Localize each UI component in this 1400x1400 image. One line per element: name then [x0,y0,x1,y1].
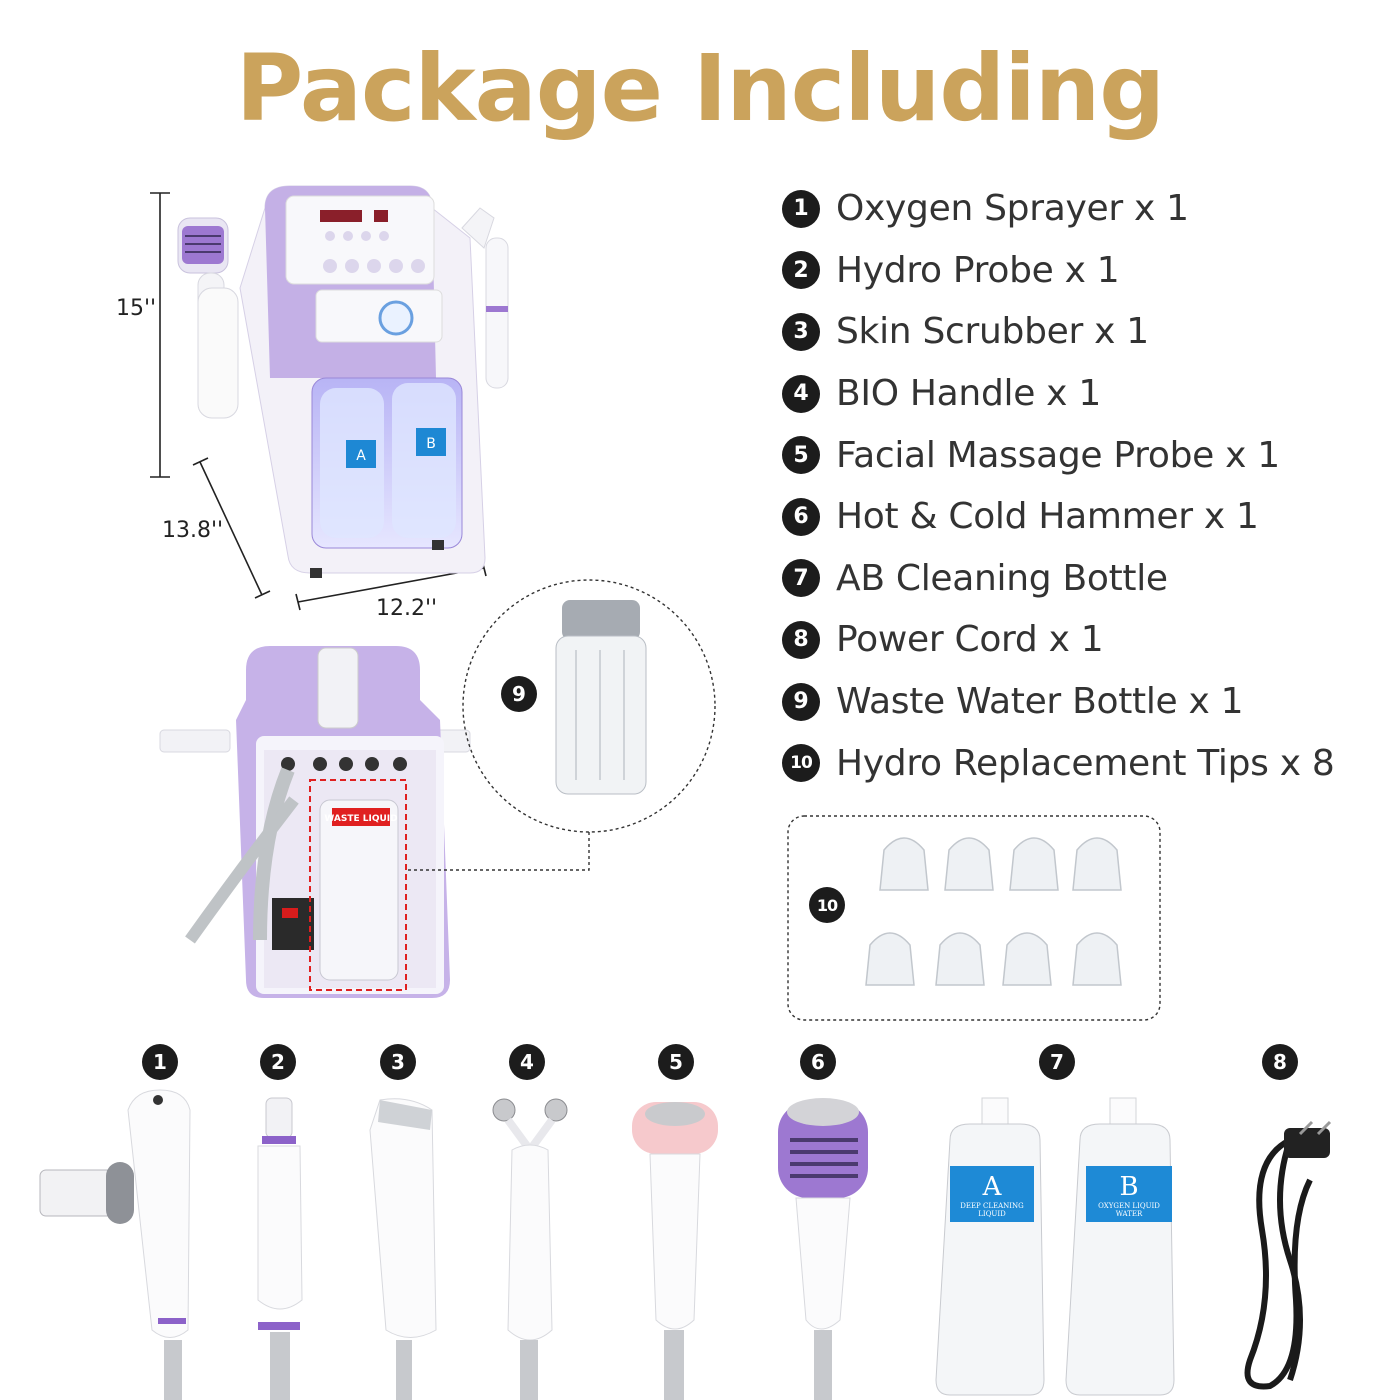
height-dimension-label: 15'' [116,296,157,321]
accessory-badge-6: 6 [800,1044,836,1080]
number-badge: 2 [782,251,820,290]
list-item: 5 Facial Massage Probe x 1 [782,424,1335,486]
list-item-label: Waste Water Bottle x 1 [836,681,1244,723]
hot-cold-hammer-image [778,1098,868,1400]
width-dimension-label: 12.2'' [376,596,438,621]
hydro-probe-image [257,1097,303,1400]
number-badge: 1 [782,189,820,228]
accessory-badge-4: 4 [509,1044,545,1080]
list-item-label: Hot & Cold Hammer x 1 [836,496,1259,538]
depth-dimension-label: 13.8'' [162,518,224,543]
list-item: 3 Skin Scrubber x 1 [782,301,1335,363]
number-badge: 6 [782,497,820,536]
list-item-label: Oxygen Sprayer x 1 [836,188,1189,230]
list-item: 2 Hydro Probe x 1 [782,240,1335,302]
oxygen-sprayer-image [39,1089,191,1400]
list-item: 8 Power Cord x 1 [782,609,1335,671]
callout-badge-9: 9 [501,676,537,712]
list-item: 9 Waste Water Bottle x 1 [782,671,1335,733]
list-item-label: Power Cord x 1 [836,619,1104,661]
bottle-b-letter-label: B [1119,1172,1139,1202]
bottle-a-text-line2: LIQUID [978,1210,1006,1218]
number-badge: 5 [782,436,820,475]
list-item-label: AB Cleaning Bottle [836,557,1168,599]
accessory-badge-3: 3 [380,1044,416,1080]
plug-icon [1284,1120,1332,1158]
skin-scrubber-image [369,1098,437,1400]
number-badge: 10 [782,744,820,783]
bottle-b-image [1065,1097,1175,1396]
number-badge: 4 [782,374,820,413]
list-item: 10 Hydro Replacement Tips x 8 [782,732,1335,794]
accessory-badge-5: 5 [658,1044,694,1080]
list-item-label: Hydro Replacement Tips x 8 [836,742,1335,784]
number-badge: 7 [782,559,820,598]
accessory-badge-8: 8 [1262,1044,1298,1080]
list-item: 1 Oxygen Sprayer x 1 [782,178,1335,240]
bottle-b-text-line1: OXYGEN LIQUID [1098,1202,1160,1210]
list-item-label: Hydro Probe x 1 [836,249,1120,291]
bottle-a-letter: A [356,448,366,464]
list-item: 4 BIO Handle x 1 [782,363,1335,425]
package-list: 1 Oxygen Sprayer x 1 2 Hydro Probe x 1 3 Sk… [782,178,1335,794]
bottle-b-letter: B [426,436,436,452]
list-item-label: Facial Massage Probe x 1 [836,434,1280,476]
number-badge: 8 [782,620,820,659]
waste-water-bottle-image [555,600,647,795]
machine-front-image: A B [177,185,509,578]
bottle-a-image [935,1097,1045,1396]
callout-badge-10: 10 [809,887,845,923]
number-badge: 3 [782,312,820,351]
bio-handle-image [492,1098,568,1400]
waste-liquid-label: WASTE LIQUID [324,814,397,824]
accessory-badge-2: 2 [260,1044,296,1080]
machine-back-image: WASTE LIQUID [159,646,471,998]
number-badge: 9 [782,682,820,721]
list-item-label: Skin Scrubber x 1 [836,311,1149,353]
bottle-b-text-line2: WATER [1115,1210,1143,1218]
page-title: Package Including [235,35,1165,142]
bottle-a-letter-label: A [982,1172,1002,1202]
bottle-a-text-line1: DEEP CLEANING [960,1202,1024,1210]
accessory-badge-1: 1 [142,1044,178,1080]
list-item-label: BIO Handle x 1 [836,373,1101,415]
list-item: 6 Hot & Cold Hammer x 1 [782,486,1335,548]
power-cord-image [1244,1137,1313,1390]
list-item: 7 AB Cleaning Bottle [782,548,1335,610]
accessory-badge-7: 7 [1039,1044,1075,1080]
facial-massage-probe-image [632,1102,718,1400]
